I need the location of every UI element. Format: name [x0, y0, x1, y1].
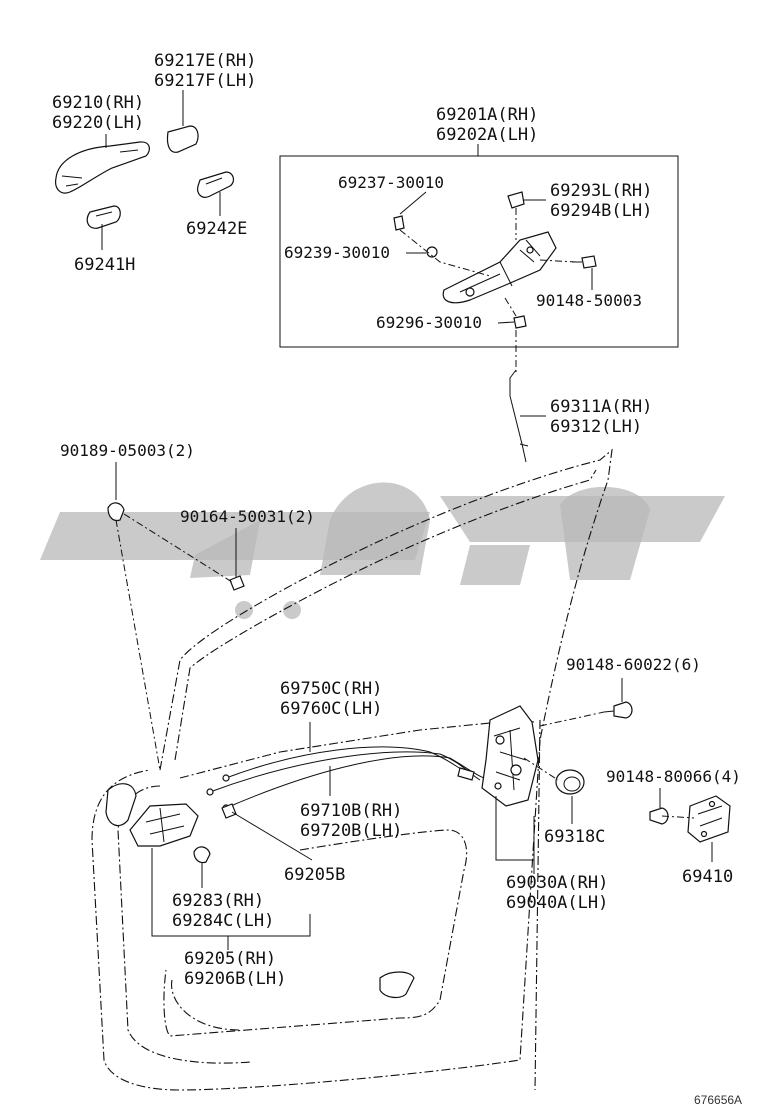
assembly-path-5: [123, 513, 233, 583]
label-69030-rh: 69030A(RH): [506, 873, 608, 893]
label-69720-lh: 69720B(LH): [300, 821, 402, 841]
label-69237: 69237-30010: [338, 173, 444, 192]
label-69040-lh: 69040A(LH): [506, 893, 608, 913]
assembly-path-4: [504, 297, 517, 317]
label-90148-60022: 90148-60022(6): [566, 655, 701, 674]
label-69293-rh: 69293L(RH): [550, 181, 652, 201]
label-69205-rh: 69205(RH): [184, 949, 276, 969]
label-69312-lh: 69312(LH): [550, 417, 642, 437]
label-69205b: 69205B: [284, 865, 345, 885]
label-69750-rh: 69750C(RH): [280, 679, 382, 699]
assembly-path-7: [539, 711, 605, 727]
door-lock-assembly: [481, 705, 539, 807]
bolt-90164: [229, 575, 245, 591]
label-69284-lh: 69284C(LH): [172, 911, 274, 931]
clip-69293: [507, 191, 525, 209]
label-69311-rh: 69311A(RH): [550, 397, 652, 417]
label-90164: 90164-50031(2): [180, 507, 315, 526]
bolt-90148-50003: [572, 255, 597, 269]
inside-handle: [129, 803, 199, 847]
label-69210-lh: 69220(LH): [52, 113, 144, 133]
assembly-path-6: [115, 519, 161, 771]
outside-handle: [55, 141, 150, 194]
assembly-path-8: [523, 757, 559, 781]
door-outline: [91, 448, 613, 1091]
door-rod: [509, 369, 529, 463]
bolt-90148-60022: [603, 701, 633, 719]
cap-69318: [555, 769, 585, 795]
label-69217-lh: 69217F(LH): [154, 71, 256, 91]
label-69242: 69242E: [186, 219, 247, 239]
watermark-logo: [40, 482, 725, 619]
label-90148-80066: 90148-80066(4): [606, 767, 741, 786]
label-69217-rh: 69217E(RH): [154, 51, 256, 71]
leader-69296: [497, 321, 515, 324]
label-69410: 69410: [682, 867, 733, 887]
reference-code: 676656A: [694, 1093, 742, 1107]
frame-box: [279, 155, 679, 348]
label-69241: 69241H: [74, 255, 135, 275]
door-cables: [206, 746, 485, 812]
label-69201-rh: 69201A(RH): [436, 105, 538, 125]
bolt-69296: [513, 315, 527, 329]
label-69318: 69318C: [544, 827, 605, 847]
handle-pad-241: [86, 205, 121, 229]
label-69294-lh: 69294B(LH): [550, 201, 652, 221]
bolt-90148-80066: [649, 807, 669, 825]
label-69202-lh: 69202A(LH): [436, 125, 538, 145]
label-69206-lh: 69206B(LH): [184, 969, 286, 989]
label-69296: 69296-30010: [376, 313, 482, 332]
label-69710-rh: 69710B(RH): [300, 801, 402, 821]
bracket-69205: [151, 848, 311, 937]
bracket-69030: [495, 796, 535, 861]
label-90189: 90189-05003(2): [60, 441, 195, 460]
door-striker: [687, 795, 731, 843]
bushing-69237: [393, 215, 405, 231]
handle-pad-242: [197, 171, 235, 198]
label-69283-rh: 69283(RH): [172, 891, 264, 911]
label-69210-rh: 69210(RH): [52, 93, 144, 113]
label-69760-lh: 69760C(LH): [280, 699, 382, 719]
clip-69283: [193, 846, 211, 864]
label-69239: 69239-30010: [284, 243, 390, 262]
outside-handle-frame: [442, 231, 557, 304]
assembly-path-9: [661, 815, 695, 819]
assembly-path-3: [539, 259, 577, 263]
leader-69237: [399, 191, 427, 215]
assembly-path-2: [399, 229, 491, 277]
bolt-90189: [107, 502, 125, 522]
handle-cover: [166, 125, 199, 153]
label-90148-50003: 90148-50003: [536, 291, 642, 310]
leader-69205b: [231, 811, 313, 861]
